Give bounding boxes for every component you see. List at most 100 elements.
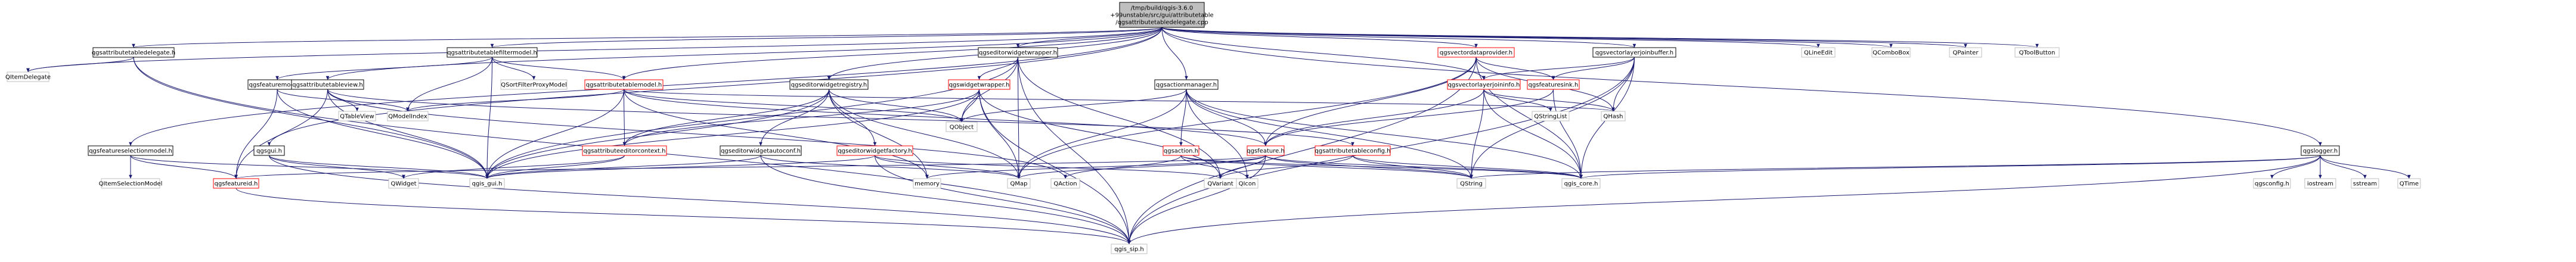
- node-iostream: iostream: [2304, 178, 2336, 189]
- edge-qgslogger_h-to-qgsconfig_h: [2270, 155, 2321, 179]
- edge-qgseditorwidgetwrapper_h-to-qgis_sip_h: [1018, 57, 1131, 245]
- node-qgsfeatureid-h[interactable]: qgsfeatureid.h: [213, 178, 259, 189]
- node-label: sstream: [2353, 181, 2377, 188]
- node-qgis-core-h: qgis_core.h: [1561, 178, 1601, 189]
- edge-root-to-qgslogger_h: [1161, 27, 2322, 146]
- node-box: [582, 145, 667, 156]
- edge-root-to-qgsattributetableview_h: [326, 27, 1163, 80]
- node-qgsfeature-h[interactable]: qgsfeature.h: [1247, 145, 1285, 156]
- node-label: qgis_sip.h: [1114, 247, 1144, 253]
- node-qgsattributetableconfig-h[interactable]: qgsattributetableconfig.h: [1315, 145, 1391, 156]
- node-label: qgseditorwidgetwrapper.h: [979, 50, 1057, 57]
- edge-qgsattributetablemodel_h-to-qgsfeature_h: [624, 89, 1267, 146]
- edge-root-to-qgsvectorlayerjoininfo_h: [1161, 27, 1486, 80]
- edge-qgsactionmanager_h-to-QMap: [1017, 89, 1187, 179]
- node-box: [2301, 145, 2340, 156]
- node-label: /qgsattributetabledelegate.cpp: [1115, 20, 1208, 26]
- node-QMap: QMap: [1007, 178, 1031, 189]
- node-box: [1437, 47, 1515, 58]
- node-label: qgsaction.h: [1164, 148, 1198, 155]
- node-label: QWidget: [390, 181, 416, 188]
- edge-qgsactionmanager_h-to-QObject: [960, 89, 1187, 123]
- edge-root-to-qgsattributetablefiltermodel_h: [491, 27, 1163, 48]
- node-qgsgui-h[interactable]: qgsgui.h: [253, 145, 285, 156]
- node-qgis-gui-h: qgis_gui.h: [469, 178, 505, 189]
- node-box: [253, 145, 285, 156]
- node-qgseditorwidgetautoconf-h[interactable]: qgseditorwidgetautoconf.h: [720, 145, 802, 156]
- node-qgsaction-h[interactable]: qgsaction.h: [1163, 145, 1199, 156]
- edge-qgsfeaturesink_h-to-qgis_core_h: [1553, 89, 1583, 179]
- node-label: qgseditorwidgetautoconf.h: [721, 148, 801, 155]
- node-label: qgsfeatureselectionmodel.h: [89, 148, 172, 155]
- node-qgsvectorlayerjoininfo-h[interactable]: qgsvectorlayerjoininfo.h: [1447, 79, 1521, 90]
- node-box: [1007, 178, 1031, 189]
- edge-root-to-qgsvectorlayerjoinbuffer_h: [1161, 27, 1636, 48]
- node-qgsattributetabledelegate-h[interactable]: qgsattributetabledelegate.h: [92, 47, 175, 58]
- edge-qgseditorwidgetwrapper_h-to-QVariant: [1018, 57, 1222, 179]
- node-label: QModelIndex: [388, 114, 427, 120]
- edge-qgsattributetablefiltermodel_h-to-qgsfeaturemodel_h: [275, 57, 492, 80]
- node-box: [2397, 178, 2421, 189]
- edge-qgsvectordataprovider_h-to-qgis_sip_h: [1127, 57, 1477, 245]
- edge-qgseditorwidgetregistry_h-to-qgsattributeeditorcontext_h: [622, 89, 829, 146]
- edge-qgseditorwidgetwrapper_h-to-qgswidgetwrapper_h: [977, 57, 1018, 80]
- edge-root-to-QLineEdit: [1161, 27, 1820, 48]
- node-label: QMap: [1010, 181, 1028, 188]
- node-box: [1111, 244, 1148, 254]
- node-label: qgsattributeeditorcontext.h: [584, 148, 666, 155]
- node-label: +99unstable/src/gui/attributetable: [1110, 13, 1213, 19]
- edge-qgsattributetablemodel_h-to-memory: [624, 89, 929, 179]
- edge-qgswidgetwrapper_h-to-qgsattributeeditorcontext_h: [622, 89, 979, 146]
- node-qgsattributetablemodel-h[interactable]: qgsattributetablemodel.h: [584, 79, 664, 90]
- node-label: memory: [915, 181, 940, 188]
- edge-qgsvectorlayerjoinbuffer_h-to-QHash: [1611, 57, 1635, 112]
- edge-qgseditorwidgetregistry_h-to-memory: [829, 89, 929, 179]
- edge-qgsgui_h-to-QWidget: [269, 155, 405, 179]
- node-label: qgsconfig.h: [2255, 181, 2289, 188]
- node-label: QTableView: [340, 114, 374, 120]
- node-qgswidgetwrapper-h[interactable]: qgswidgetwrapper.h: [948, 79, 1010, 90]
- node-qgseditorwidgetwrapper-h[interactable]: qgseditorwidgetwrapper.h: [978, 47, 1058, 58]
- node-qgslogger-h[interactable]: qgslogger.h: [2301, 145, 2340, 156]
- node-box: [1456, 178, 1486, 189]
- node-box: [2351, 178, 2379, 189]
- node-qgseditorwidgetregistry-h[interactable]: qgseditorwidgetregistry.h: [789, 79, 869, 90]
- node-qgsfeatureselectionmodel-h[interactable]: qgsfeatureselectionmodel.h: [88, 145, 173, 156]
- node-label: qgseditorwidgetregistry.h: [791, 82, 867, 89]
- node-qgsactionmanager-h[interactable]: qgsactionmanager.h: [1154, 79, 1219, 90]
- edge-qgseditorwidgetregistry_h-to-qgseditorwidgetfactory_h: [829, 89, 877, 146]
- node-qgsattributetableview-h[interactable]: qgsattributetableview.h: [291, 79, 364, 90]
- edge-qgseditorwidgetregistry_h-to-qgseditorwidgetautoconf_h: [759, 89, 829, 146]
- edge-qgsaction_h-to-qgis_core_h: [1180, 155, 1583, 179]
- node-box: [1601, 111, 1626, 121]
- node-label: qgsfeatureid.h: [215, 181, 258, 188]
- edge-qgseditorwidgetregistry_h-to-qgis_gui_h: [485, 89, 829, 179]
- node-qgsvectordataprovider-h[interactable]: qgsvectordataprovider.h: [1437, 47, 1515, 58]
- edge-root-to-qgsvectordataprovider_h: [1161, 27, 1478, 48]
- node-qgsvectorlayerjoinbuffer-h[interactable]: qgsvectorlayerjoinbuffer.h: [1592, 47, 1676, 58]
- edge-qgsvectordataprovider_h-to-qgsfeature_h: [1264, 57, 1477, 146]
- node-qgsattributeeditorcontext-h[interactable]: qgsattributeeditorcontext.h: [582, 145, 667, 156]
- node-root[interactable]: /tmp/build/qgis-3.6.0+99unstable/src/gui…: [1110, 2, 1214, 28]
- node-box: [1561, 178, 1601, 189]
- edge-qgsfeature_h-to-QMap: [1017, 155, 1266, 179]
- node-QLineEdit: QLineEdit: [1801, 47, 1836, 58]
- edge-qgswidgetwrapper_h-to-qgis_sip_h: [979, 89, 1131, 245]
- edge-qgsvectorlayerjoininfo_h-to-QString: [1470, 89, 1484, 179]
- node-qgseditorwidgetfactory-h[interactable]: qgseditorwidgetfactory.h: [836, 145, 913, 156]
- node-label: qgsattributetableconfig.h: [1315, 148, 1391, 155]
- edge-qgsattributeeditorcontext_h-to-QWidget: [402, 155, 625, 179]
- node-QVariant: QVariant: [1204, 178, 1237, 189]
- edge-qgsvectorlayerjoininfo_h-to-QHash: [1483, 89, 1615, 112]
- edge-qgsfeature_h-to-QString: [1265, 155, 1473, 179]
- edge-qgsattributetablefiltermodel_h-to-QModelIndex: [406, 57, 492, 112]
- node-box: [388, 178, 419, 189]
- node-QWidget: QWidget: [388, 178, 419, 189]
- node-box: [213, 178, 259, 189]
- node-qgsattributetablefiltermodel-h[interactable]: qgsattributetablefiltermodel.h: [447, 47, 538, 58]
- edge-qgseditorwidgetfactory_h-to-QVariant: [875, 155, 1222, 179]
- edge-qgseditorwidgetfactory_h-to-QMap: [875, 155, 1021, 179]
- node-label: qgsfeature.h: [1247, 148, 1285, 155]
- node-qgsfeaturesink-h[interactable]: qgsfeaturesink.h: [1527, 79, 1580, 90]
- edge-qgsvectorlayerjoininfo_h-to-qgsfeature_h: [1264, 89, 1484, 146]
